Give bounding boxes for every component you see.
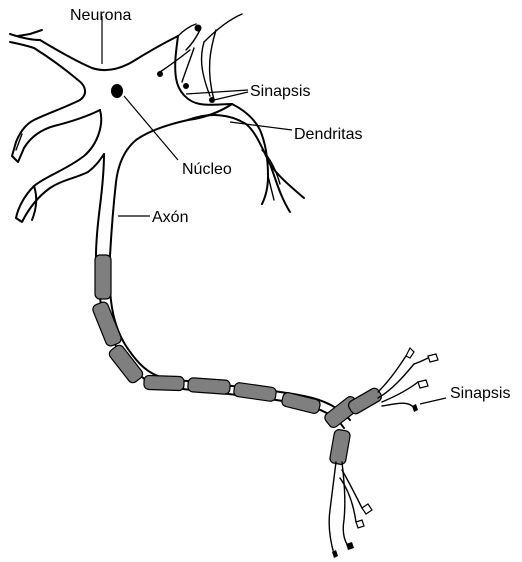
label-sinapsis-bottom: Sinapsis — [450, 385, 510, 402]
myelin-segment — [347, 386, 383, 415]
label-sinapsis-top: Sinapsis — [250, 83, 310, 100]
myelin-segment — [188, 378, 231, 395]
soma — [10, 30, 232, 256]
upper-synapses — [157, 14, 242, 103]
myelin-sheath — [91, 255, 383, 465]
myelin-segment — [329, 429, 351, 465]
nucleus — [111, 84, 123, 98]
label-nucleo: Núcleo — [182, 161, 232, 178]
label-dendritas: Dendritas — [294, 126, 362, 143]
myelin-segment — [91, 301, 122, 348]
label-axon: Axón — [152, 209, 188, 226]
right-dendrite — [188, 104, 304, 212]
label-neurona: Neurona — [70, 7, 131, 24]
myelin-segment — [144, 375, 184, 390]
myelin-segment — [95, 255, 111, 299]
myelin-segment — [233, 382, 277, 402]
